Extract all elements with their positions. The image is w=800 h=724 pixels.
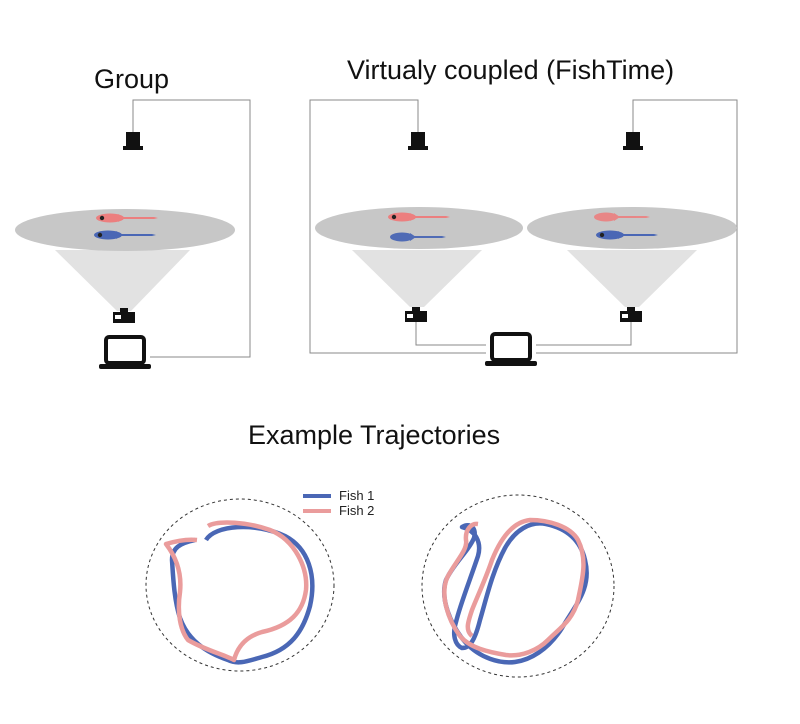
projector-wire-right bbox=[536, 322, 632, 346]
arena bbox=[15, 209, 235, 251]
projector-wire-left bbox=[415, 322, 486, 346]
arena-boundary bbox=[421, 494, 615, 678]
group-setup bbox=[15, 99, 251, 371]
fish-2-trajectory bbox=[163, 520, 309, 663]
trajectories-title: Example Trajectories bbox=[248, 420, 501, 450]
trajectory-right bbox=[421, 494, 615, 678]
light-cone bbox=[567, 250, 697, 307]
legend-label: Fish 2 bbox=[339, 503, 375, 518]
light-cone bbox=[352, 250, 482, 307]
group-title: Group bbox=[94, 64, 170, 94]
coupled-wire-left bbox=[309, 99, 486, 354]
legend-label: Fish 1 bbox=[339, 488, 375, 503]
projector-icon bbox=[620, 307, 642, 322]
fish-icon bbox=[594, 212, 650, 222]
legend: Fish 1 Fish 2 bbox=[303, 488, 374, 518]
fish-2-trajectory bbox=[442, 517, 586, 658]
legend-item-fish-2: Fish 2 bbox=[303, 503, 374, 518]
arena bbox=[527, 207, 737, 249]
fish-icon bbox=[390, 232, 446, 242]
arena bbox=[315, 207, 523, 249]
camera-icon bbox=[623, 132, 643, 150]
projector-icon bbox=[405, 307, 427, 322]
light-cone bbox=[55, 250, 190, 311]
legend-item-fish-1: Fish 1 bbox=[303, 488, 374, 503]
trajectory-left bbox=[145, 498, 335, 672]
group-wire bbox=[132, 99, 251, 358]
arena-boundary bbox=[145, 498, 335, 672]
coupled-title: Virtualy coupled (FishTime) bbox=[347, 55, 675, 85]
camera-icon bbox=[408, 132, 428, 150]
camera-icon bbox=[123, 132, 143, 150]
legend-swatch bbox=[303, 493, 331, 498]
coupled-setup bbox=[309, 99, 738, 368]
coupled-wire-right bbox=[536, 99, 738, 354]
laptop-icon bbox=[97, 335, 153, 371]
laptop-icon bbox=[483, 332, 539, 368]
fish-1-trajectory bbox=[169, 524, 315, 665]
legend-swatch bbox=[303, 508, 331, 513]
